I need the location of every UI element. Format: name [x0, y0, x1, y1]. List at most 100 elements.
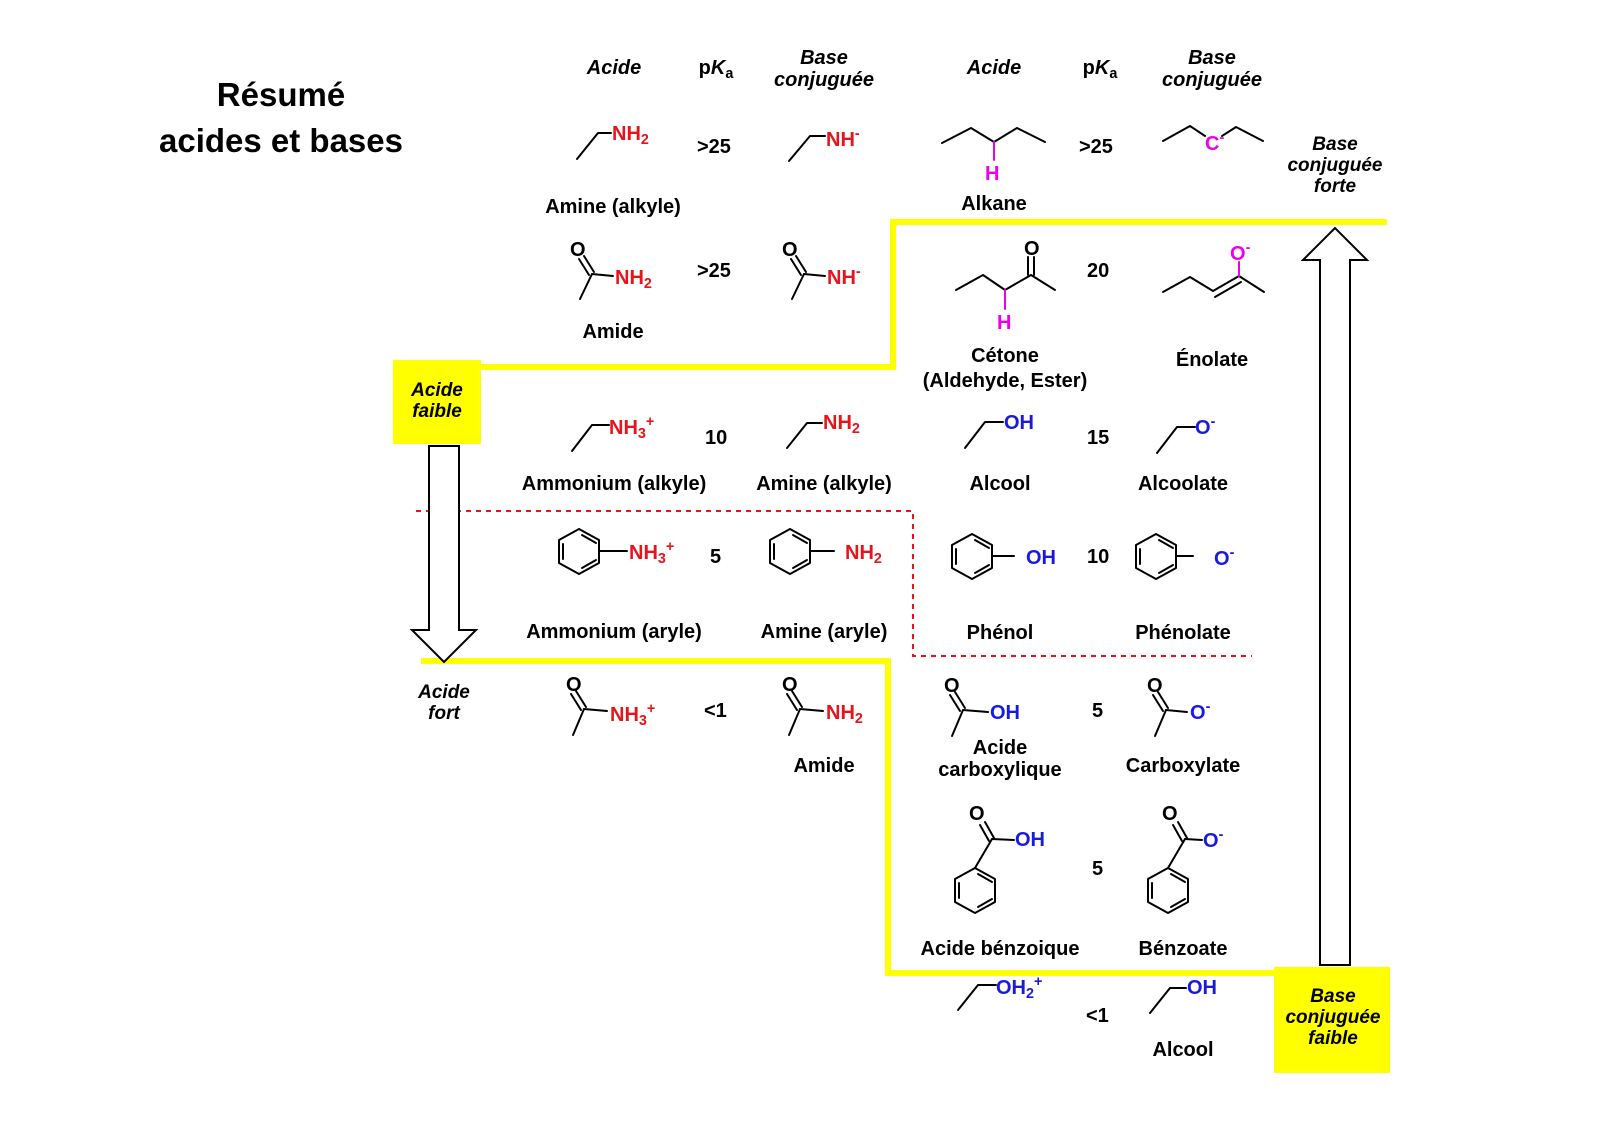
- carboxylate-skeleton: [1152, 691, 1188, 737]
- header-base-right: Base conjuguée: [1161, 47, 1263, 91]
- header-pka-right: pKa: [1082, 57, 1118, 83]
- atom-enolate-o: O-: [1230, 240, 1251, 265]
- atom-benzoic-oh: OH: [1015, 829, 1045, 851]
- label-strong-acid: Acide fort: [418, 682, 470, 724]
- amide-cn: [591, 273, 614, 277]
- atom-alcool3-oh: OH: [1187, 977, 1217, 999]
- page-title: Résumé acides et bases: [159, 72, 403, 164]
- enolate-cc2: [1214, 281, 1242, 298]
- name-alcoolate: Alcoolate: [1137, 473, 1229, 495]
- label-strong-base: Base conjuguée forte: [1287, 134, 1383, 197]
- atom-cetone-o: O: [1024, 238, 1040, 260]
- atom-carboxylate-o: O: [1147, 675, 1163, 697]
- name-alcool-2: Alcool: [1152, 1039, 1214, 1061]
- name-enolate: Énolate: [1175, 349, 1249, 371]
- atom-aniline-nh2: NH2: [845, 542, 882, 568]
- amide-anion-skeleton: [788, 135, 826, 162]
- pka-ammonium-alkyl: 10: [705, 427, 728, 449]
- name-alkane: Alkane: [961, 193, 1027, 215]
- pka-alcool: 15: [1087, 427, 1110, 449]
- name-alcool: Alcool: [969, 473, 1031, 495]
- header-base-left: Base conjuguée: [773, 47, 875, 91]
- cetone-skeleton: [955, 274, 1056, 291]
- atom-anilinium-nh3: NH3+: [629, 539, 675, 567]
- atom-amide2-nh: NH-: [827, 264, 861, 289]
- down-arrow: [409, 445, 479, 664]
- carbanion-skeleton-right: [1221, 126, 1264, 142]
- amine-skeleton: [576, 132, 612, 160]
- weak-acid-box: [393, 360, 481, 444]
- name-benzoate: Bénzoate: [1138, 938, 1228, 960]
- name-amine-aryl: Amine (aryle): [760, 621, 888, 643]
- name-phenol: Phénol: [966, 622, 1034, 644]
- prot-amide-skeleton: [570, 690, 608, 736]
- enolate-skeleton: [1162, 276, 1214, 293]
- benzoic-skeleton: [954, 821, 1015, 914]
- lower-yellow-boundary: [421, 658, 1280, 976]
- atom-phenolate-o: O-: [1214, 545, 1235, 570]
- pka-amine: >25: [697, 136, 731, 158]
- name-amide: Amide: [582, 321, 644, 343]
- pka-benzoic: 5: [1092, 858, 1104, 880]
- pka-alkane: >25: [1079, 136, 1113, 158]
- pka-phenol: 10: [1087, 546, 1110, 568]
- amide-cme: [579, 273, 593, 300]
- atom-alcool-oh: OH: [1004, 412, 1034, 434]
- label-weak-base: Base conjuguée faible: [1285, 986, 1381, 1049]
- atom-phenol-oh: OH: [1026, 547, 1056, 569]
- atom-benzoic-o: O: [969, 803, 985, 825]
- pka-amide: >25: [697, 260, 731, 282]
- header-acid-left: Acide: [586, 57, 642, 79]
- name-ammonium-alkyl: Ammonium (alkyle): [521, 473, 707, 495]
- amide2-cme: [791, 273, 805, 300]
- atom-benzoate-ominus: O-: [1203, 827, 1224, 852]
- atom-oxonium-oh2: OH2+: [996, 974, 1043, 1002]
- atom-amide3-nh2: NH2: [826, 702, 863, 728]
- pka-cetone: 20: [1087, 260, 1110, 282]
- carboxylic-skeleton: [949, 691, 989, 737]
- benzene-phenolate: [1135, 533, 1194, 580]
- atom-alcoolate-o: O-: [1195, 414, 1216, 439]
- benzene-amine: [769, 528, 835, 575]
- atom-amide-nh2: NH2: [615, 267, 652, 293]
- title-line1: Résumé: [216, 76, 346, 113]
- up-arrow: [1300, 226, 1370, 966]
- atom-amine-nh2: NH2: [612, 123, 649, 149]
- name-amine-alkyl: Amine (alkyle): [545, 196, 681, 218]
- oxonium-skeleton: [957, 984, 997, 1011]
- benzene-ammonium: [558, 528, 628, 575]
- atom-carbanion-c: C-: [1205, 130, 1225, 155]
- weak-base-box: [1274, 967, 1390, 1073]
- enolate-cme: [1238, 275, 1265, 293]
- name-cetone: Cétone (Aldehyde, Ester): [922, 345, 1088, 392]
- pka-carboxylic: 5: [1092, 700, 1104, 722]
- atom-ammonium-nh3: NH3+: [609, 414, 655, 442]
- header-pka-left: pKa: [698, 57, 734, 83]
- amide2-co1: [795, 255, 807, 273]
- atom-amide3-o: O: [782, 674, 798, 696]
- upper-yellow-boundary: [468, 219, 1387, 370]
- benzene-phenol: [951, 533, 1015, 580]
- name-acide-benzoique: Acide bénzoique: [920, 938, 1080, 960]
- alcoolate-skeleton: [1156, 426, 1196, 454]
- red-divider-left: [416, 510, 1252, 657]
- alkane-skeleton: [941, 127, 1046, 144]
- benzoate-skeleton: [1147, 821, 1203, 914]
- atom-amide-o: O: [570, 239, 586, 261]
- alcool3-skeleton: [1149, 987, 1187, 1014]
- name-amide-2: Amide: [793, 755, 855, 777]
- amide3-skeleton: [786, 690, 824, 736]
- ammonium-skeleton: [571, 424, 610, 452]
- pka-ammonium-aryl: 5: [710, 546, 722, 568]
- atom-amide2-o: O: [782, 239, 798, 261]
- name-ammonium-aryl: Ammonium (aryle): [526, 621, 702, 643]
- amide-co1: [583, 255, 595, 273]
- atom-benzoate-o: O: [1162, 803, 1178, 825]
- header-acid-right: Acide: [966, 57, 1022, 79]
- atom-carboxylic-oh: OH: [990, 702, 1020, 724]
- title-line2: acides et bases: [159, 122, 403, 160]
- label-weak-acid: Acide faible: [411, 380, 463, 422]
- alcool-skeleton: [964, 421, 1004, 449]
- amide2-co2: [790, 258, 802, 276]
